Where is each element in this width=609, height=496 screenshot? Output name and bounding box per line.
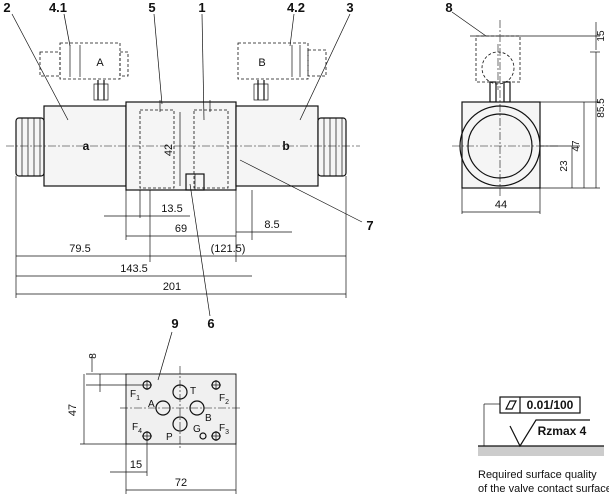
port-g: G (193, 424, 201, 435)
dim-79-5-label: 79.5 (69, 243, 90, 255)
surface-note-line1: Required surface quality (478, 469, 597, 481)
dim-23: 23 (559, 146, 573, 188)
dim-15-side-label: 15 (596, 30, 607, 42)
connector-plug-a: A (39, 42, 129, 101)
port-p: P (166, 432, 173, 443)
dim-72: 72 (126, 477, 236, 491)
callout-8: 8 (445, 0, 452, 15)
callout-7: 7 (366, 218, 373, 233)
dim-8-plate: 8 (88, 353, 99, 359)
callout-9: 9 (171, 316, 178, 331)
dim-44-label: 44 (495, 199, 507, 211)
dim-8-5: 8.5 (236, 219, 292, 233)
connector-a-letter: A (96, 57, 104, 69)
port-a: A (148, 399, 155, 410)
dim-8-5-label: 8.5 (264, 219, 279, 231)
port-b: B (205, 413, 212, 424)
port-f1: F1 (130, 389, 140, 402)
dim-121-5: (121.5) (150, 243, 346, 257)
dim-69: 69 (126, 223, 236, 237)
flatness-value: 0.01/100 (527, 398, 574, 412)
callout-4-1: 4.1 (49, 0, 67, 15)
dim-42-label: 42 (163, 144, 175, 156)
dim-15-plate-label: 15 (130, 459, 142, 471)
dim-47-side-label: 47 (571, 140, 582, 152)
valve-body (125, 100, 237, 191)
callout-1: 1 (198, 0, 205, 15)
port-f3: F3 (219, 423, 229, 436)
callout-3: 3 (346, 0, 353, 15)
dim-47-plate: 47 (67, 374, 85, 444)
dim-85-5: 85.5 (595, 52, 607, 188)
solenoid-a: a (15, 105, 127, 187)
dim-201-label: 201 (163, 281, 181, 293)
dim-15-plate: 15 (110, 459, 147, 473)
roughness-value: Rzmax 4 (538, 424, 587, 438)
dim-201: 201 (16, 281, 346, 295)
callout-2: 2 (3, 0, 10, 15)
dim-143-5: 143.5 (16, 263, 252, 277)
mounting-plate-view: F1 F2 F3 F4 T A B P G 8 47 15 72 (67, 316, 242, 494)
dim-143-5-label: 143.5 (120, 263, 148, 275)
dim-44: 44 (462, 199, 540, 213)
callout-4-2: 4.2 (287, 0, 305, 15)
dim-13-5-label: 13.5 (161, 203, 182, 215)
connector-b-letter: B (258, 57, 265, 69)
dim-13-5: 13.5 (104, 203, 190, 217)
side-view: 15 85.5 47 23 44 8 (445, 0, 607, 214)
dim-15-side: 15 (590, 22, 607, 53)
dim-69-label: 69 (175, 223, 187, 235)
dim-72-label: 72 (175, 477, 187, 489)
port-t: T (190, 386, 196, 397)
dim-79-5: 79.5 (16, 243, 150, 257)
front-view: A B a (3, 0, 373, 331)
dim-8-plate-label: 8 (88, 353, 99, 359)
callout-6: 6 (207, 316, 214, 331)
connector-plug-b: B (237, 42, 327, 101)
surface-quality-symbol: 0.01/100 Rzmax 4 Required surface qualit… (478, 396, 609, 495)
dim-42: 42 (163, 112, 181, 186)
port-f4: F4 (132, 422, 142, 435)
port-f2: F2 (219, 393, 229, 406)
dim-121-5-label: (121.5) (211, 243, 246, 255)
dim-47-plate-label: 47 (67, 404, 79, 416)
dim-23-label: 23 (559, 160, 570, 172)
surface-hatch (478, 446, 604, 456)
surface-note-line2: of the valve contact surface (478, 483, 609, 495)
dim-47-side: 47 (571, 102, 585, 188)
dim-85-5-label: 85.5 (596, 98, 607, 118)
callout-5: 5 (148, 0, 155, 15)
